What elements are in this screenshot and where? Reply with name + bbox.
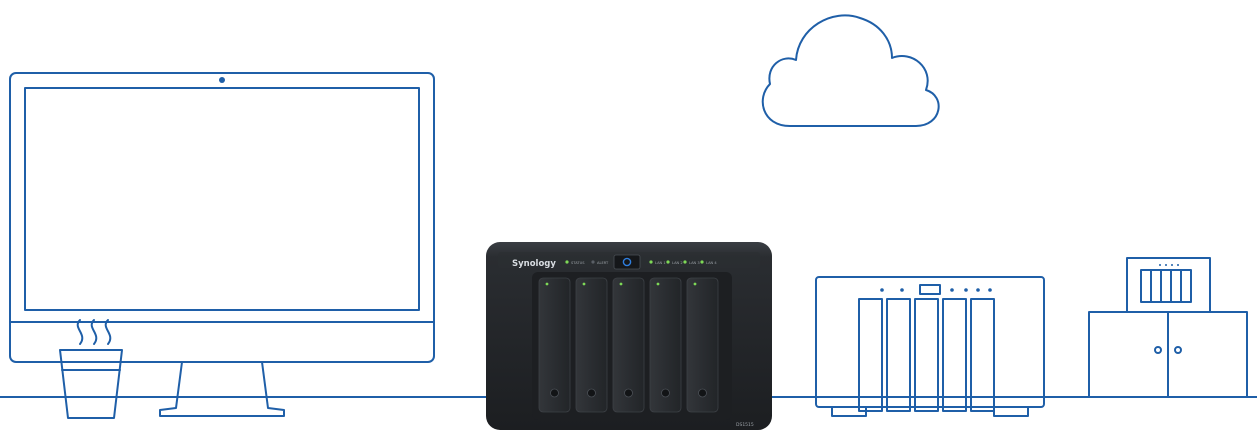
- nas-model: DS1515: [736, 422, 754, 428]
- lan4-label: LAN 4: [706, 261, 717, 265]
- expansion-unit-icon: [815, 276, 1045, 417]
- coffee-cup-icon: [59, 319, 123, 419]
- alert-label: ALERT: [597, 261, 609, 265]
- power-button[interactable]: [613, 254, 641, 270]
- drive-bay-3[interactable]: [612, 277, 645, 413]
- lan1-label: LAN 1: [655, 261, 666, 265]
- drive-bay-4[interactable]: [649, 277, 682, 413]
- drive-bay-5[interactable]: [686, 277, 719, 413]
- nas-device: Synology STATUS ALERT LAN 1 LAN 2 LAN 3 …: [486, 242, 772, 430]
- drive-bays: [532, 272, 732, 420]
- lan2-label: LAN 2: [672, 261, 683, 265]
- drive-bay-2[interactable]: [575, 277, 608, 413]
- cloud-icon: [761, 14, 940, 127]
- monitor-icon: [9, 72, 435, 417]
- drive-bay-1[interactable]: [538, 277, 571, 413]
- status-leds: STATUS ALERT: [565, 260, 609, 265]
- nas-brand: Synology: [512, 259, 556, 269]
- server-cabinet-icon: [1088, 257, 1248, 398]
- status-label: STATUS: [571, 261, 585, 265]
- lan-leds: LAN 1 LAN 2 LAN 3 LAN 4: [649, 260, 717, 265]
- lan3-label: LAN 3: [689, 261, 700, 265]
